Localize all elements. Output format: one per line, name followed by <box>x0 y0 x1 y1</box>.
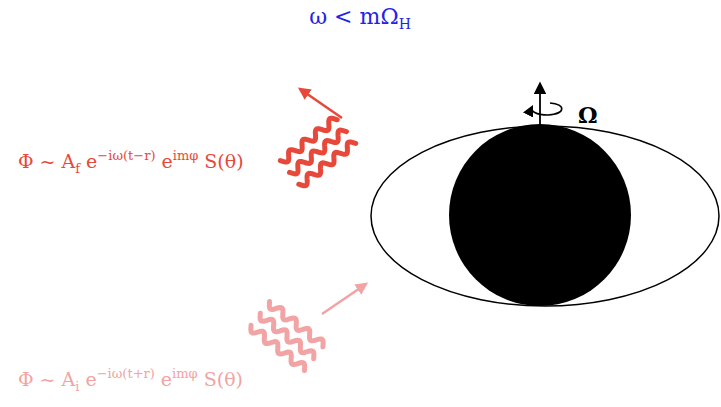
formula-term: Φ ~ A <box>18 150 75 172</box>
formula-index: −iω(t+r) <box>97 366 155 381</box>
formula-index: imφ <box>172 366 198 381</box>
title: ω < mΩ <box>309 4 398 29</box>
formula-index: i <box>75 379 79 394</box>
wave-line <box>248 323 308 372</box>
formula-term: S(θ) <box>204 368 243 390</box>
formula-term: S(θ) <box>204 150 243 172</box>
wave-line <box>297 139 357 188</box>
wave-formula: Φ ~ Afe−iω(t−r)eimφS(θ) <box>18 148 244 176</box>
spin-axis <box>539 84 541 124</box>
subscript: H <box>399 16 411 32</box>
formula-term: e <box>161 368 172 390</box>
angular-velocity-label: Ω <box>578 102 598 128</box>
outgoing-wave <box>279 115 358 188</box>
formula-index: −iω(t−r) <box>97 148 155 163</box>
formula-term: e <box>86 150 97 172</box>
rotation-arrow <box>532 103 562 115</box>
incoming-wave <box>248 299 327 372</box>
incoming-arrow <box>322 284 366 314</box>
formula-term: e <box>85 368 96 390</box>
outgoing-arrow <box>300 89 342 118</box>
wave-formula: Φ ~ Aie−iω(t+r)eimφS(θ) <box>18 366 243 394</box>
black-hole <box>449 124 631 306</box>
formula-term: Φ ~ A <box>18 368 75 390</box>
title-block: ω < mΩH <box>309 4 411 32</box>
formula-term: e <box>162 150 173 172</box>
formula-index: f <box>75 161 80 176</box>
formula-index: imφ <box>173 148 199 163</box>
